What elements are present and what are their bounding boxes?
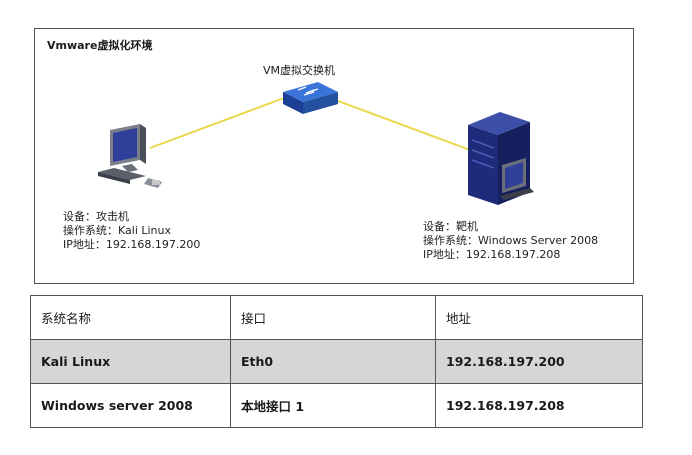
cell-system-name: Windows server 2008 <box>30 383 231 428</box>
target-ip: IP地址：192.168.197.208 <box>423 248 561 261</box>
desktop-computer-icon <box>98 124 162 188</box>
system-table: 系统名称 接口 地址 Kali Linux Eth0 192.168.197.2… <box>30 295 643 428</box>
attacker-ip: IP地址：192.168.197.200 <box>63 238 201 251</box>
cell-interface: 本地接口 1 <box>230 383 436 428</box>
header-interface: 接口 <box>230 295 436 340</box>
attacker-device: 设备：攻击机 <box>63 210 129 223</box>
server-tower-icon <box>468 112 534 205</box>
header-system-name: 系统名称 <box>30 295 231 340</box>
target-os: 操作系统：Windows Server 2008 <box>423 234 599 247</box>
network-diagram <box>98 82 534 205</box>
environment-title: Vmware虚拟化环境 <box>47 39 153 52</box>
table-header-row: 系统名称 接口 地址 <box>30 295 643 340</box>
attacker-os: 操作系统：Kali Linux <box>63 224 172 237</box>
switch-label: VM虚拟交换机 <box>263 64 336 77</box>
link-switch-to-target <box>329 97 471 151</box>
attacker-info: 设备：攻击机 操作系统：Kali Linux IP地址：192.168.197.… <box>63 210 200 252</box>
target-info: 设备：靶机 操作系统：Windows Server 2008 IP地址：192.… <box>423 220 598 262</box>
cell-system-name: Kali Linux <box>30 339 231 384</box>
vmware-environment-frame <box>34 28 634 284</box>
table-row: Kali Linux Eth0 192.168.197.200 <box>30 339 643 384</box>
network-switch-icon <box>283 82 338 114</box>
table-row: Windows server 2008 本地接口 1 192.168.197.2… <box>30 383 643 428</box>
cell-interface: Eth0 <box>230 339 436 384</box>
header-address: 地址 <box>435 295 643 340</box>
cell-address: 192.168.197.208 <box>435 383 643 428</box>
target-device: 设备：靶机 <box>423 220 478 233</box>
cell-address: 192.168.197.200 <box>435 339 643 384</box>
link-attacker-to-switch <box>149 97 285 149</box>
